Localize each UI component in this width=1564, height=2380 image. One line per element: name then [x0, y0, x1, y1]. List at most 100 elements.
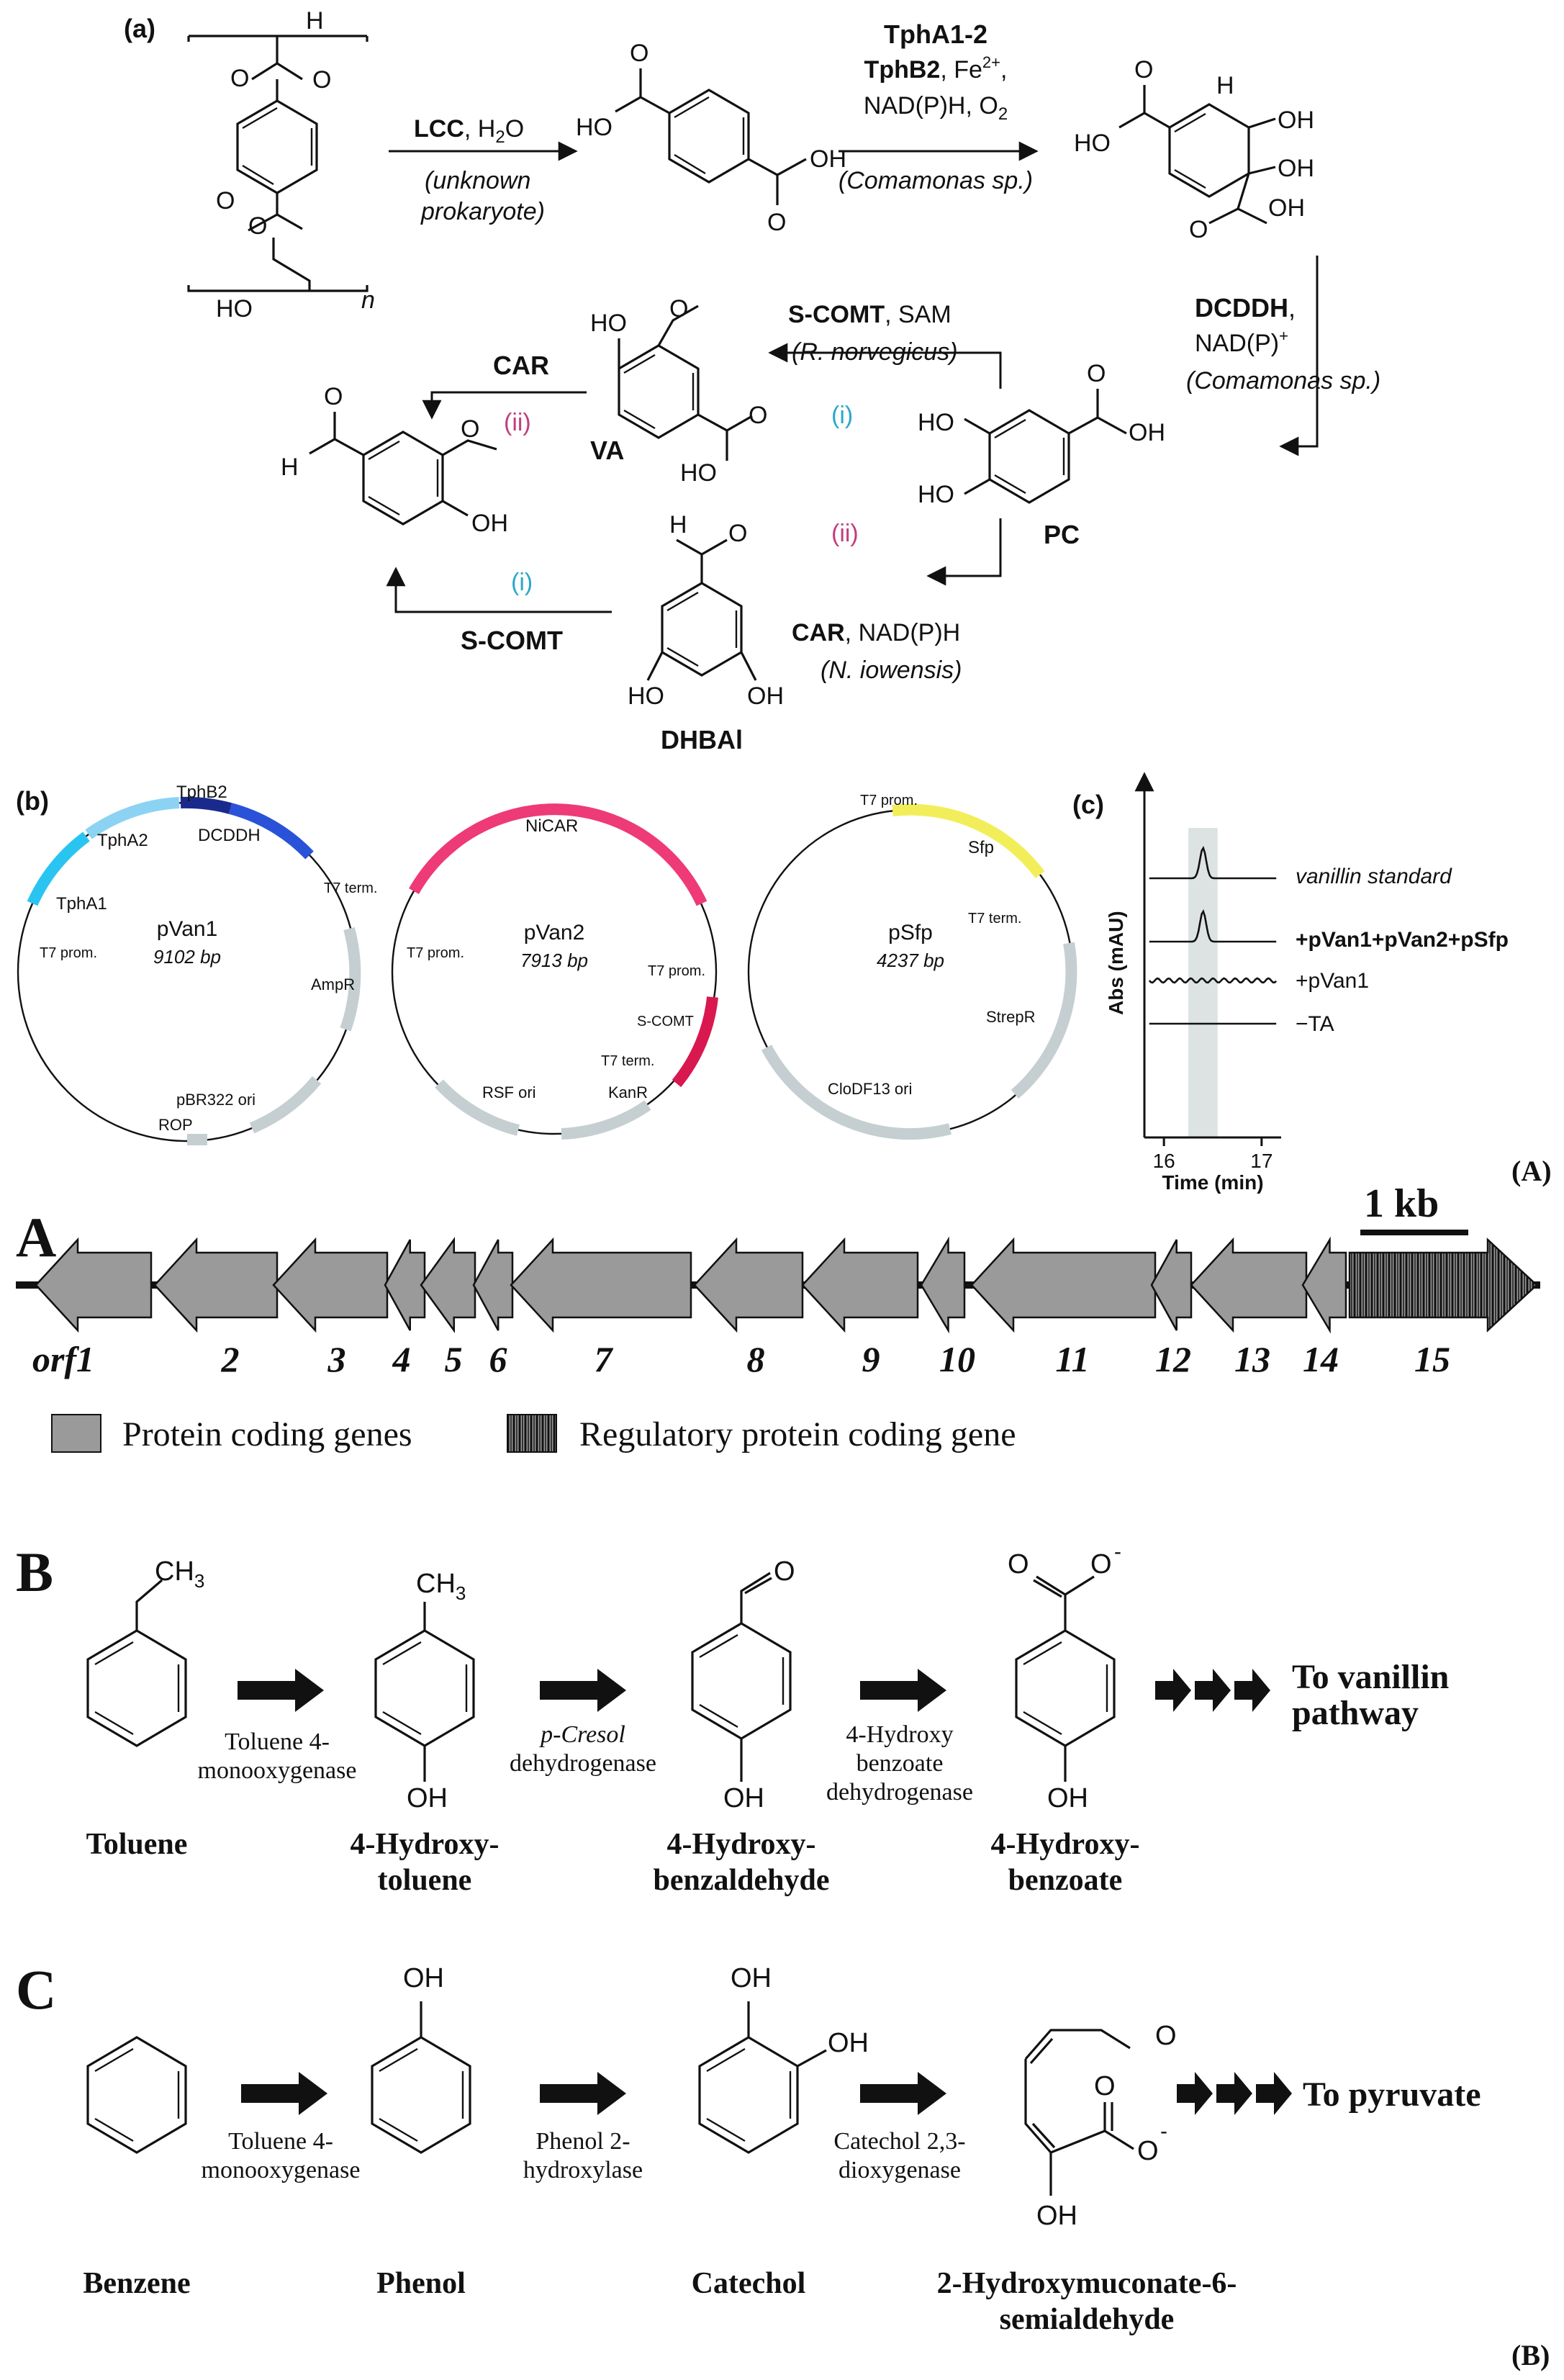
pvan1-feat-ampr: AmpR — [311, 975, 355, 993]
scomt-arc — [672, 996, 718, 1088]
triple-arrow-C — [1177, 2072, 1292, 2115]
hms-o-ald: O — [1155, 2021, 1177, 2051]
tphb2-arc — [180, 796, 232, 814]
pvan1-feat-t7term: T7 term. — [324, 880, 377, 896]
gene-arrow-15 — [1348, 1238, 1538, 1333]
hms-o-acid: O — [1094, 2071, 1116, 2101]
legend-protein-swatch — [51, 1414, 101, 1453]
step6-tag: (ii) — [831, 520, 859, 547]
arrow-C1 — [241, 2072, 327, 2115]
pvan2-size: 7913 bp — [520, 950, 588, 971]
trace-label-full: +pVan1+pVan2+pSfp — [1296, 928, 1509, 952]
trace-1 — [1149, 909, 1277, 943]
pet-n: n — [361, 287, 375, 314]
dhbal-o: O — [728, 520, 747, 547]
toluene-ch3: CH3 — [155, 1556, 204, 1592]
hydroxybenzoate-structure: O O - OH — [1008, 1540, 1121, 1813]
gene-label-15: 15 — [1414, 1339, 1450, 1379]
phenol-structure: OH — [371, 1963, 471, 2154]
plasmid-pvan1: TphB2 TphA2 DCDDH TphA1 T7 term. T7 prom… — [17, 783, 377, 1145]
step3-cofactor: NAD(P)+ — [1195, 327, 1288, 357]
panel-C-label: C — [16, 1958, 56, 2021]
gene-arrow-11 — [970, 1237, 1157, 1333]
trace-label-pvan1: +pVan1 — [1296, 969, 1369, 993]
y-axis-label: Abs (mAU) — [1105, 911, 1127, 1015]
pet-structure: H O O O O HO n — [187, 7, 375, 323]
gene-label-3: 3 — [327, 1339, 346, 1379]
step5-tag: (ii) — [504, 409, 531, 436]
psfp-feat-t7prom: T7 prom. — [860, 793, 918, 808]
step4-tag: (i) — [831, 402, 853, 429]
pvan2-feat-t7prom1: T7 prom. — [407, 945, 464, 961]
dhbal-ho: HO — [628, 682, 664, 710]
diol-o2: O — [1189, 216, 1208, 243]
step6-org: (N. iowensis) — [821, 657, 962, 684]
step7-tag: (i) — [511, 569, 533, 596]
gene-label-7: 7 — [595, 1339, 614, 1379]
figure-tag-A: (A) — [1511, 1155, 1552, 1187]
hba-oh: OH — [723, 1783, 764, 1813]
reaction-arrow-3 — [1279, 256, 1319, 456]
enzyme-C3-l1: Catechol 2,3- — [833, 2128, 965, 2155]
rop-block — [187, 1134, 207, 1145]
ta-ho: HO — [576, 114, 613, 141]
end-C: To pyruvate — [1303, 2075, 1481, 2114]
diol-ho: HO — [1074, 130, 1111, 157]
pvan1-feat-dcddh: DCDDH — [198, 826, 261, 845]
ampr-arc — [340, 927, 361, 1032]
gene-arrow-7 — [510, 1237, 692, 1333]
diol-h: H — [1216, 72, 1234, 99]
gene-label-4: 4 — [392, 1339, 411, 1379]
psfp-feat-sfp: Sfp — [968, 838, 994, 857]
pbr322-arc — [249, 1076, 322, 1134]
pvan1-feat-tpha2: TphA2 — [97, 831, 148, 850]
step2-org: (Comamonas sp.) — [838, 167, 1033, 194]
enzyme-C1-l2: monooxygenase — [202, 2157, 361, 2183]
phenol-oh: OH — [403, 1963, 444, 1993]
pc-oh: OH — [1129, 419, 1165, 446]
step2-line2: TphB2, Fe2+, — [864, 53, 1008, 84]
compound-B4-l2: benzoate — [1008, 1864, 1123, 1897]
gene-arrows — [35, 1236, 1538, 1334]
legend-regulatory-swatch — [507, 1414, 557, 1453]
rsf-arc — [435, 1079, 520, 1136]
trace-label-standard: vanillin standard — [1296, 865, 1452, 888]
pc-name: PC — [1044, 520, 1080, 549]
panel-c-label: (c) — [1072, 790, 1104, 819]
gene-label-9: 9 — [862, 1339, 880, 1379]
gene-arrow-2 — [153, 1237, 279, 1333]
gene-arrow-6 — [472, 1239, 514, 1331]
enzyme-C1-l1: Toluene 4- — [228, 2128, 333, 2155]
gene-label-13: 13 — [1234, 1339, 1270, 1379]
step4-label: S-COMT, SAM — [788, 301, 951, 328]
gene-arrow-5 — [420, 1237, 476, 1333]
pvan1-feat-ori: pBR322 ori — [176, 1091, 256, 1109]
step1-org-line2: prokaryote) — [420, 198, 545, 225]
enzyme-C3-l2: dioxygenase — [838, 2157, 961, 2183]
enzyme-B1-l2: monooxygenase — [198, 1757, 357, 1784]
sfp-arc — [892, 803, 1045, 878]
gene-label-5: 5 — [445, 1339, 463, 1379]
diol-oh3: OH — [1268, 194, 1305, 222]
enzyme-C2-l1: Phenol 2- — [535, 2128, 630, 2155]
compound-C3: Catechol — [692, 2267, 806, 2300]
diol-o: O — [1134, 56, 1153, 84]
hbz-o-minus: O — [1090, 1549, 1112, 1579]
gene-label-11: 11 — [1055, 1339, 1089, 1379]
step1-label: LCC, H2O — [414, 115, 524, 147]
hydroxytoluene-structure: CH3 OH — [374, 1569, 475, 1813]
step2-line1: TphA1-2 — [884, 19, 987, 49]
va-ho: HO — [590, 310, 627, 337]
hydroxytoluene-ch3: CH3 — [416, 1569, 466, 1604]
hydroxybenzaldehyde-structure: O OH — [691, 1556, 795, 1813]
dhbal-structure: H O HO OH DHBAl — [628, 511, 784, 754]
reaction-arrow-7 — [386, 567, 612, 613]
hms-o-minus: O — [1137, 2136, 1159, 2166]
pvan1-feat-rop: ROP — [158, 1116, 193, 1134]
compound-B4-l1: 4-Hydroxy- — [991, 1828, 1140, 1861]
step2-line3: NAD(P)H, O2 — [864, 92, 1008, 124]
enzyme-B2-l2: dehydrogenase — [510, 1750, 656, 1777]
toluene-structure: CH3 — [86, 1556, 204, 1747]
enzyme-B3-l1: 4-Hydroxy — [846, 1721, 953, 1748]
